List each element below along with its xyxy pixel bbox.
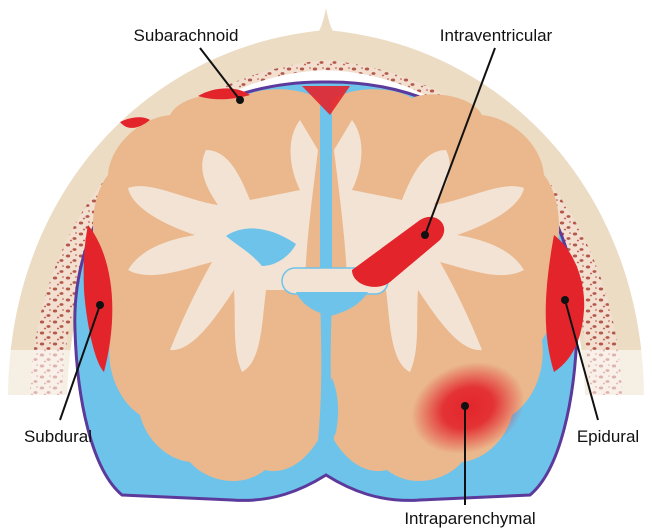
dot-epidural xyxy=(561,296,569,304)
dot-intraparenchymal xyxy=(461,402,469,410)
label-epidural: Epidural xyxy=(577,427,639,446)
label-subdural: Subdural xyxy=(24,427,92,446)
label-intraparenchymal: Intraparenchymal xyxy=(404,509,535,528)
dot-subarachnoid xyxy=(236,96,244,104)
skull-fade-right xyxy=(572,350,652,410)
label-intraventricular: Intraventricular xyxy=(440,26,553,45)
dot-intraventricular xyxy=(421,231,429,239)
dot-subdural xyxy=(96,301,104,309)
skull-fade-left xyxy=(0,350,80,410)
label-subarachnoid: Subarachnoid xyxy=(134,26,239,45)
